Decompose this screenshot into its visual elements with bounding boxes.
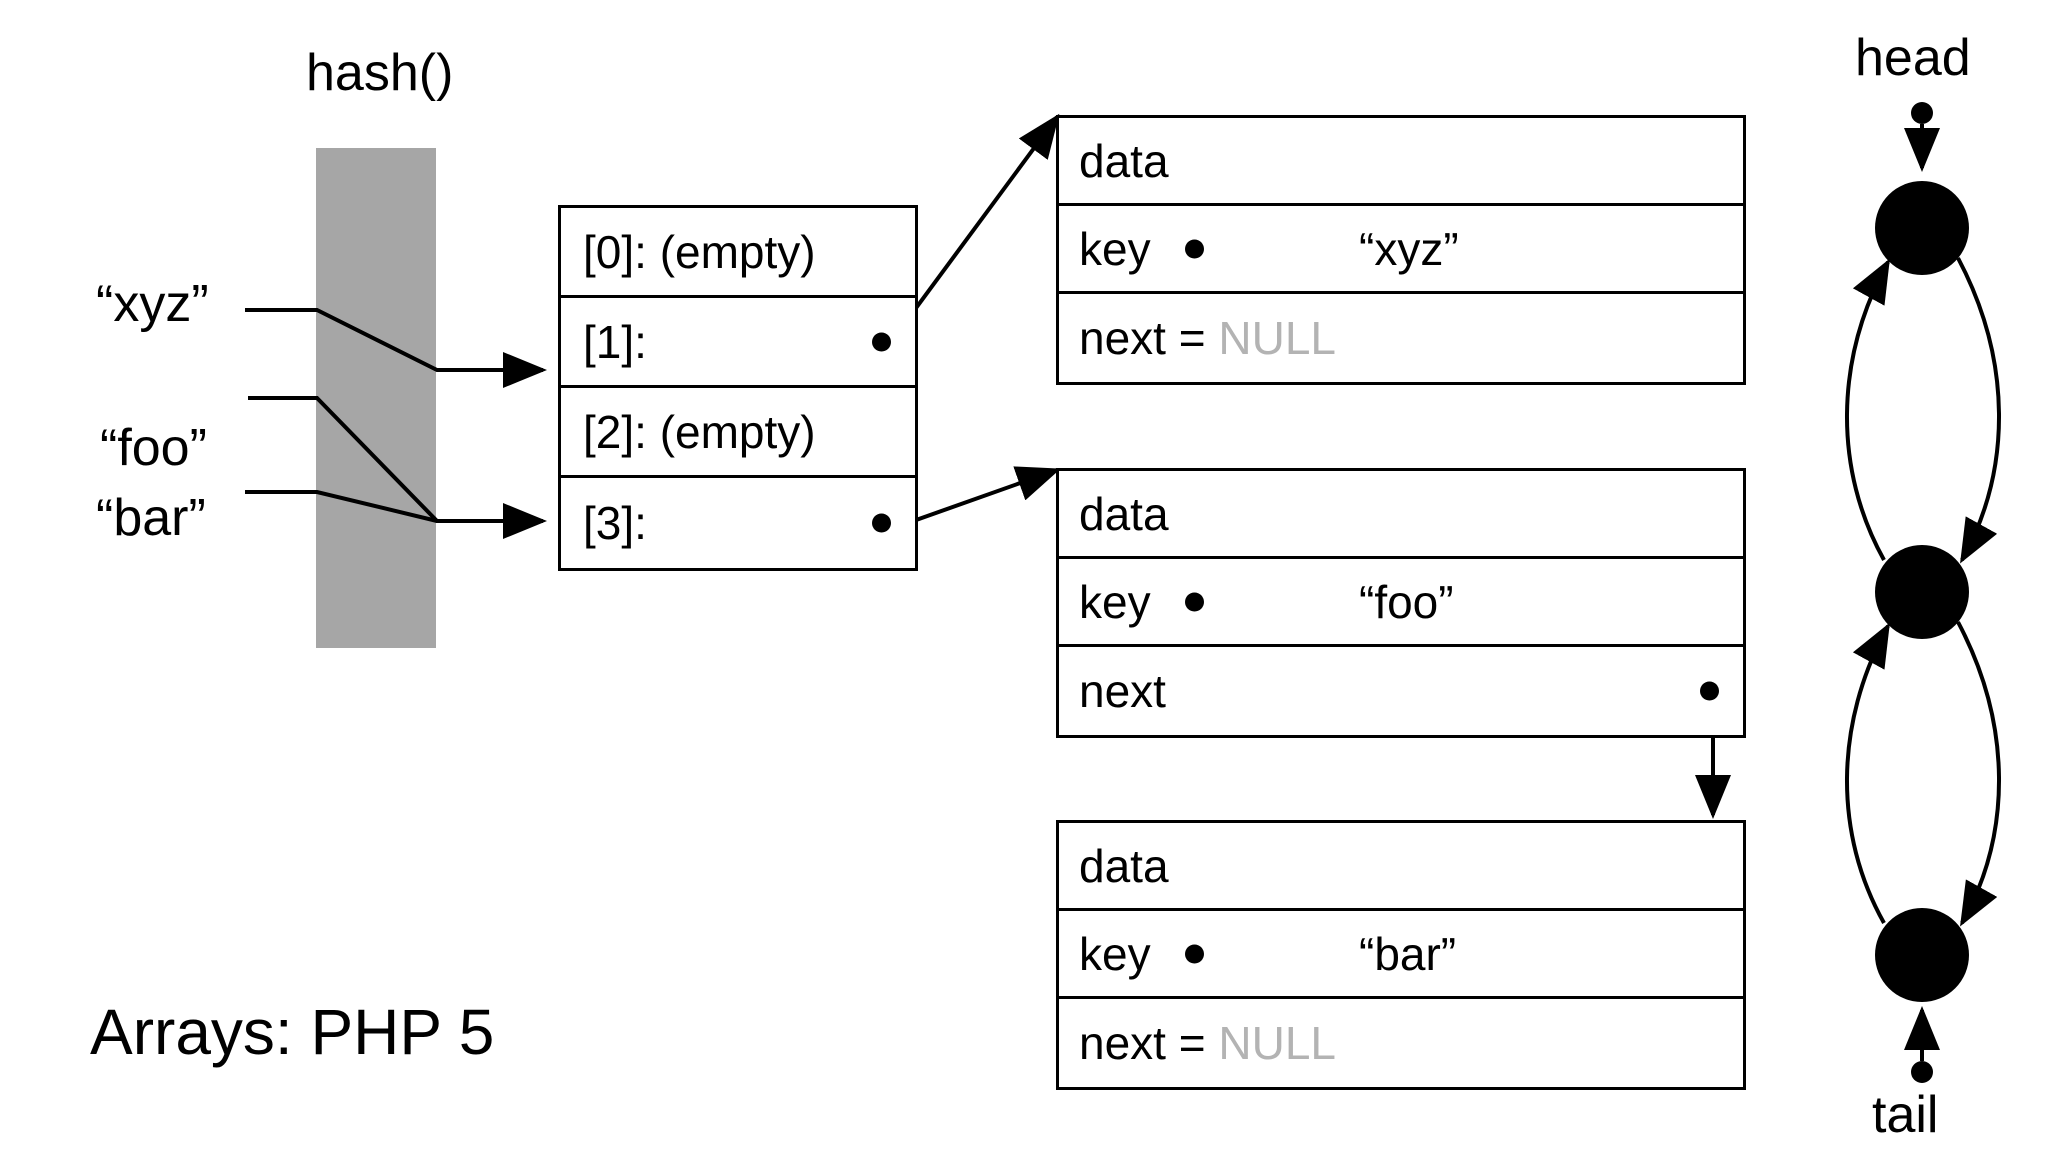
bucket-label-3: [3]: — [583, 497, 647, 549]
node-next-label: next = NULL — [1079, 311, 1336, 365]
link-node2-to-node3 — [1956, 621, 2001, 927]
bucket-label-1: [1]: — [583, 315, 647, 368]
node-next-null: NULL — [1218, 1017, 1336, 1069]
node-data-label: data — [1079, 839, 1169, 892]
node-key-dot — [1185, 239, 1204, 258]
node-key-value: “foo” — [1359, 575, 1454, 628]
node-key-label: key — [1079, 222, 1151, 275]
node-next-label: next = NULL — [1079, 1016, 1336, 1070]
node-key-dot — [1185, 944, 1204, 963]
list-node-2 — [1875, 545, 1969, 639]
head-pointer-dot — [1911, 102, 1933, 124]
node-key-label: key — [1079, 927, 1151, 980]
node-next-equals: = — [1165, 1017, 1219, 1069]
link-node3-to-node2 — [1845, 622, 1890, 924]
connector-bar — [245, 490, 438, 523]
node-row-data: data — [1059, 471, 1743, 559]
tail-pointer-dot — [1911, 1061, 1933, 1083]
node-row-next: next = NULL — [1059, 294, 1743, 382]
node-row-next: next = NULL — [1059, 999, 1743, 1087]
bucket-row-2: [2]: (empty) — [561, 388, 915, 478]
bucket-label-0: [0]: (empty) — [583, 225, 816, 278]
hash-node-bar: data key “bar” next = NULL — [1056, 820, 1746, 1090]
node-next-pointer-dot — [1700, 681, 1719, 701]
node-row-key: key “bar” — [1059, 911, 1743, 999]
bucket-row-0: [0]: (empty) — [561, 208, 915, 298]
connector-foo — [248, 396, 547, 539]
node-row-next: next — [1059, 647, 1743, 735]
input-key-foo: “foo” — [100, 419, 207, 477]
node-key-value: “bar” — [1359, 927, 1457, 980]
bucket-label-2: [2]: (empty) — [583, 405, 816, 458]
node-key-value: “xyz” — [1359, 222, 1459, 275]
hash-function-bar — [316, 148, 436, 648]
node-row-data: data — [1059, 118, 1743, 206]
hash-bucket-array: [0]: (empty) [1]: [2]: (empty) [3]: — [558, 205, 918, 571]
bucket-row-3: [3]: — [561, 478, 915, 568]
link-node2-to-node1 — [1845, 258, 1890, 561]
node-next-label: next — [1079, 665, 1166, 717]
connector-xyz — [245, 308, 547, 388]
bucket-pointer-dot-3 — [872, 513, 891, 533]
node-data-label: data — [1079, 134, 1169, 187]
list-node-3 — [1875, 908, 1969, 1002]
slide-caption: Arrays: PHP 5 — [90, 996, 495, 1068]
hash-function-label: hash() — [306, 44, 454, 102]
node-next-word: next — [1079, 1017, 1166, 1069]
node-next-null: NULL — [1218, 312, 1336, 364]
input-key-xyz: “xyz” — [96, 275, 209, 333]
node-data-label: data — [1079, 487, 1169, 540]
input-key-bar: “bar” — [96, 489, 206, 547]
node-key-dot — [1185, 592, 1204, 611]
tail-label: tail — [1872, 1086, 1939, 1144]
node-key-label: key — [1079, 575, 1151, 628]
node-row-key: key “foo” — [1059, 559, 1743, 647]
link-node1-to-node2 — [1956, 257, 2001, 564]
head-label: head — [1855, 29, 1971, 87]
hash-node-xyz: data key “xyz” next = NULL — [1056, 115, 1746, 385]
node-next-word: next — [1079, 312, 1166, 364]
node-next-equals: = — [1165, 312, 1219, 364]
list-node-1 — [1875, 181, 1969, 275]
bucket-pointer-dot-1 — [872, 332, 891, 351]
bucket-row-1: [1]: — [561, 298, 915, 388]
hash-node-foo: data key “foo” next — [1056, 468, 1746, 738]
node-row-key: key “xyz” — [1059, 206, 1743, 294]
node-row-data: data — [1059, 823, 1743, 911]
